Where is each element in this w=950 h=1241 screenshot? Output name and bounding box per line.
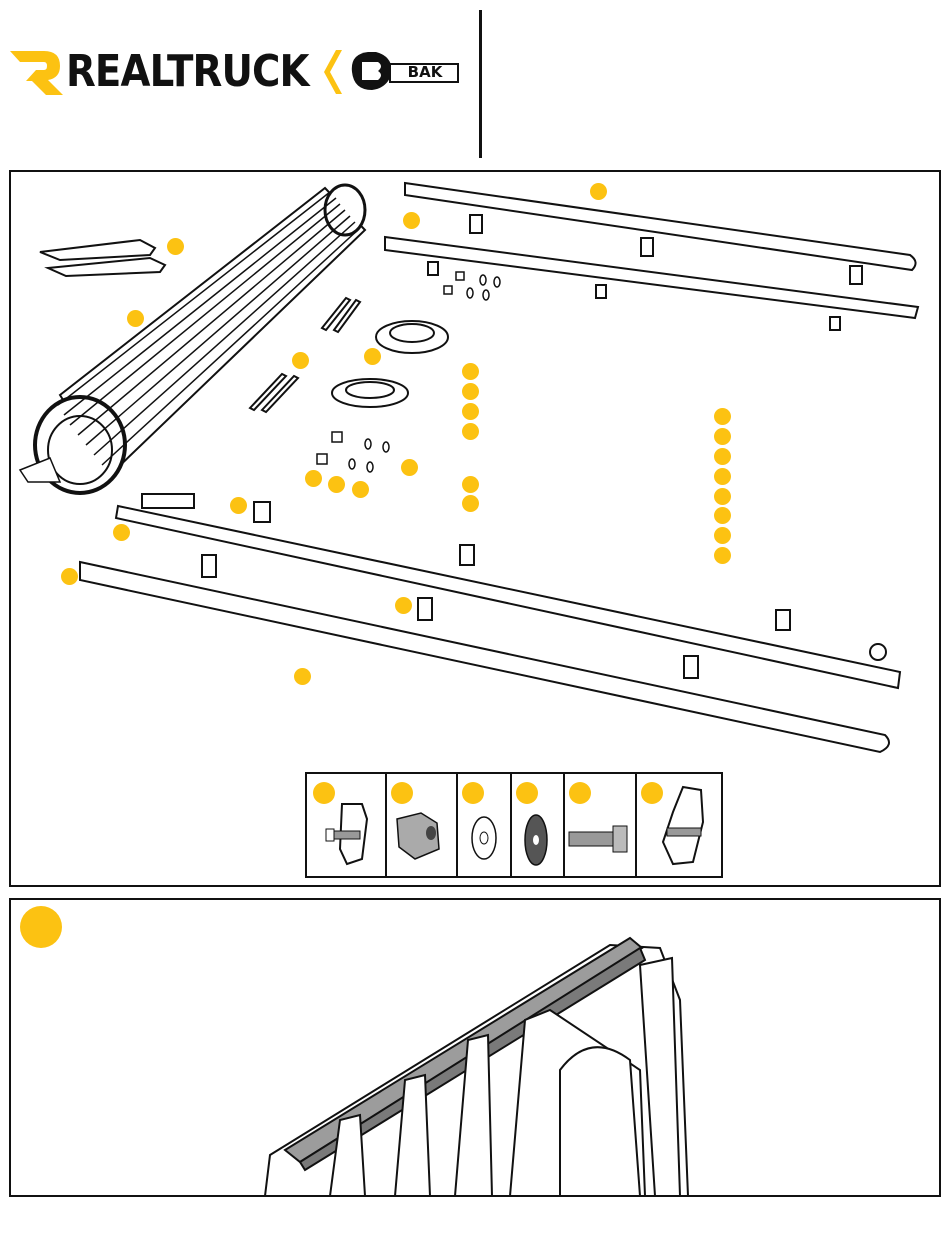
truck-bed-illustration: [0, 0, 950, 1241]
